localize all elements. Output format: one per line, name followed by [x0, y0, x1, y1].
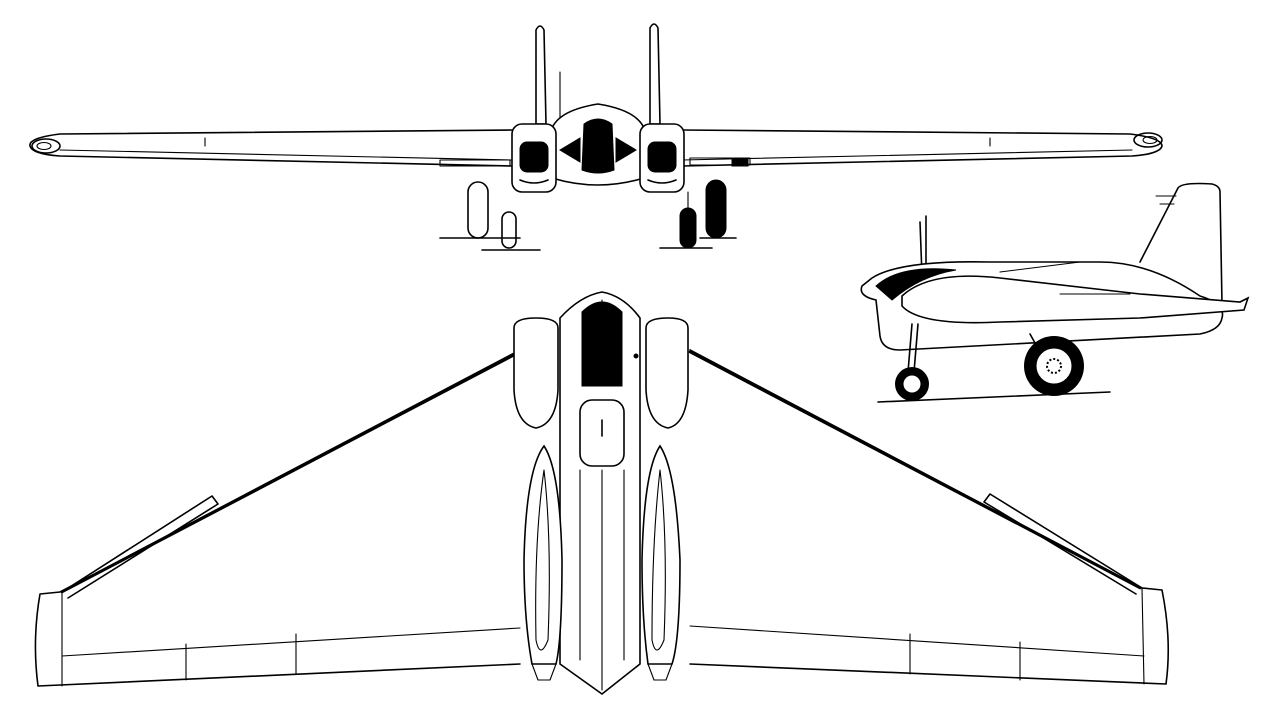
top-left-wing — [34, 349, 521, 687]
side-view — [860, 182, 1250, 403]
front-left-wheel — [467, 181, 489, 239]
top-right-wing — [689, 349, 1170, 685]
side-tail-fin — [1139, 182, 1223, 305]
top-right-intake — [645, 317, 689, 429]
front-right-wheel — [705, 179, 727, 239]
front-right-wingtip — [1133, 132, 1163, 148]
front-left-fin — [535, 25, 547, 125]
side-nacelle — [901, 275, 1250, 324]
front-right-fin — [649, 23, 661, 125]
side-ground-line — [877, 391, 1111, 403]
front-view — [29, 23, 1163, 251]
front-left-wingtip — [31, 138, 61, 154]
top-view — [34, 291, 1170, 696]
front-right-wing — [681, 129, 1163, 167]
top-left-intake — [513, 317, 559, 429]
top-left-engine-pod — [523, 444, 563, 665]
top-right-engine-pod — [641, 444, 681, 665]
front-canopy — [581, 118, 615, 174]
front-left-wing — [29, 129, 513, 167]
